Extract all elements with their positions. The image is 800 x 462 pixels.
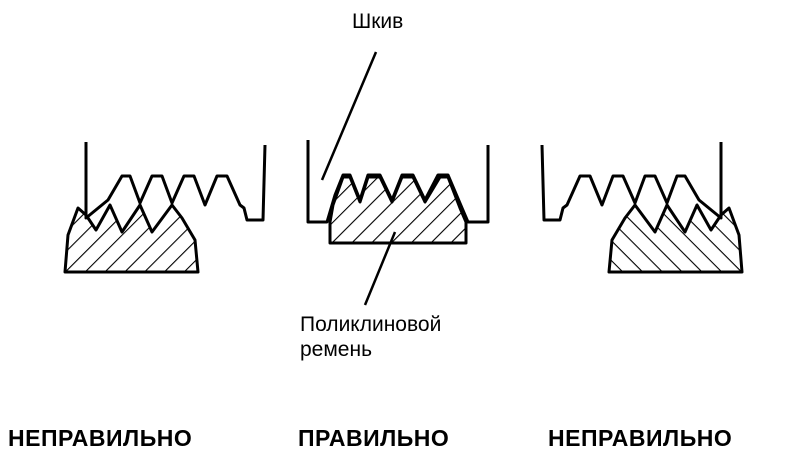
belt-label-line1: Поликлиновой [300,313,442,336]
caption-middle-correct: ПРАВИЛЬНО [298,425,450,451]
belt-leader-line [363,231,397,306]
caption-right-incorrect: НЕПРАВИЛЬНО [548,425,733,451]
pulley-label: Шкив [352,10,404,33]
pulley-leader-line [320,51,378,181]
right-incorrect-assembly [540,142,744,274]
belt-label-line2: ремень [300,338,373,361]
left-pulley [84,142,267,222]
middle-pulley [306,140,490,224]
left-incorrect-assembly [63,142,267,274]
middle-correct-assembly [306,140,490,245]
left-belt [63,203,200,274]
caption-left-incorrect: НЕПРАВИЛЬНО [8,425,193,451]
right-pulley [540,142,723,222]
right-belt [607,203,744,274]
